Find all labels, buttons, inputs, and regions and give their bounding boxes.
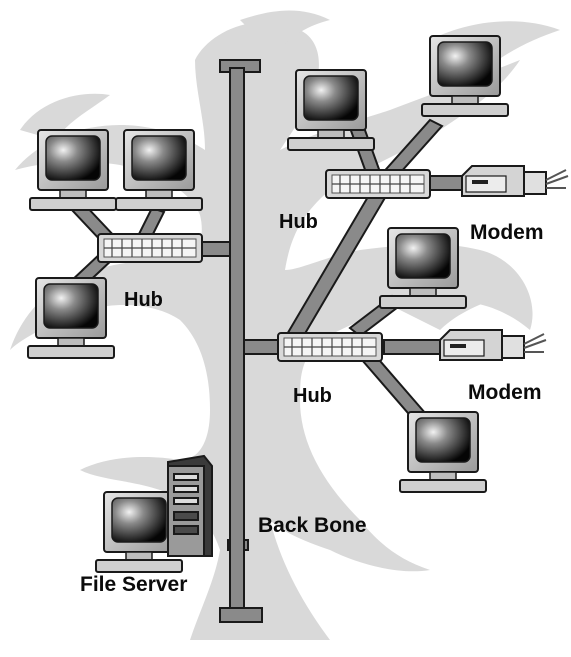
workstation-top-1	[287, 69, 375, 151]
hub-middle-icon	[277, 332, 383, 362]
workstation-middle-2	[399, 411, 487, 493]
modem-middle-label: Modem	[468, 381, 542, 404]
modem-top-icon	[461, 165, 569, 197]
hub-top-icon	[325, 169, 431, 199]
modem-middle-icon	[439, 329, 547, 361]
backbone	[219, 59, 263, 623]
file-server-label: File Server	[80, 573, 188, 596]
hub-middle-label: Hub	[293, 385, 332, 407]
hub-left-icon	[97, 233, 203, 263]
workstation-top-2	[421, 35, 509, 117]
workstation-left-2	[115, 129, 203, 211]
workstation-left-3	[27, 277, 115, 359]
workstation-left-1	[29, 129, 117, 211]
back-bone-label: Back Bone	[258, 514, 367, 537]
server-tower-icon	[167, 454, 213, 557]
workstation-middle-1	[379, 227, 467, 309]
hub-left-label: Hub	[124, 289, 163, 311]
modem-top-label: Modem	[470, 221, 544, 244]
hub-top-label: Hub	[279, 211, 318, 233]
